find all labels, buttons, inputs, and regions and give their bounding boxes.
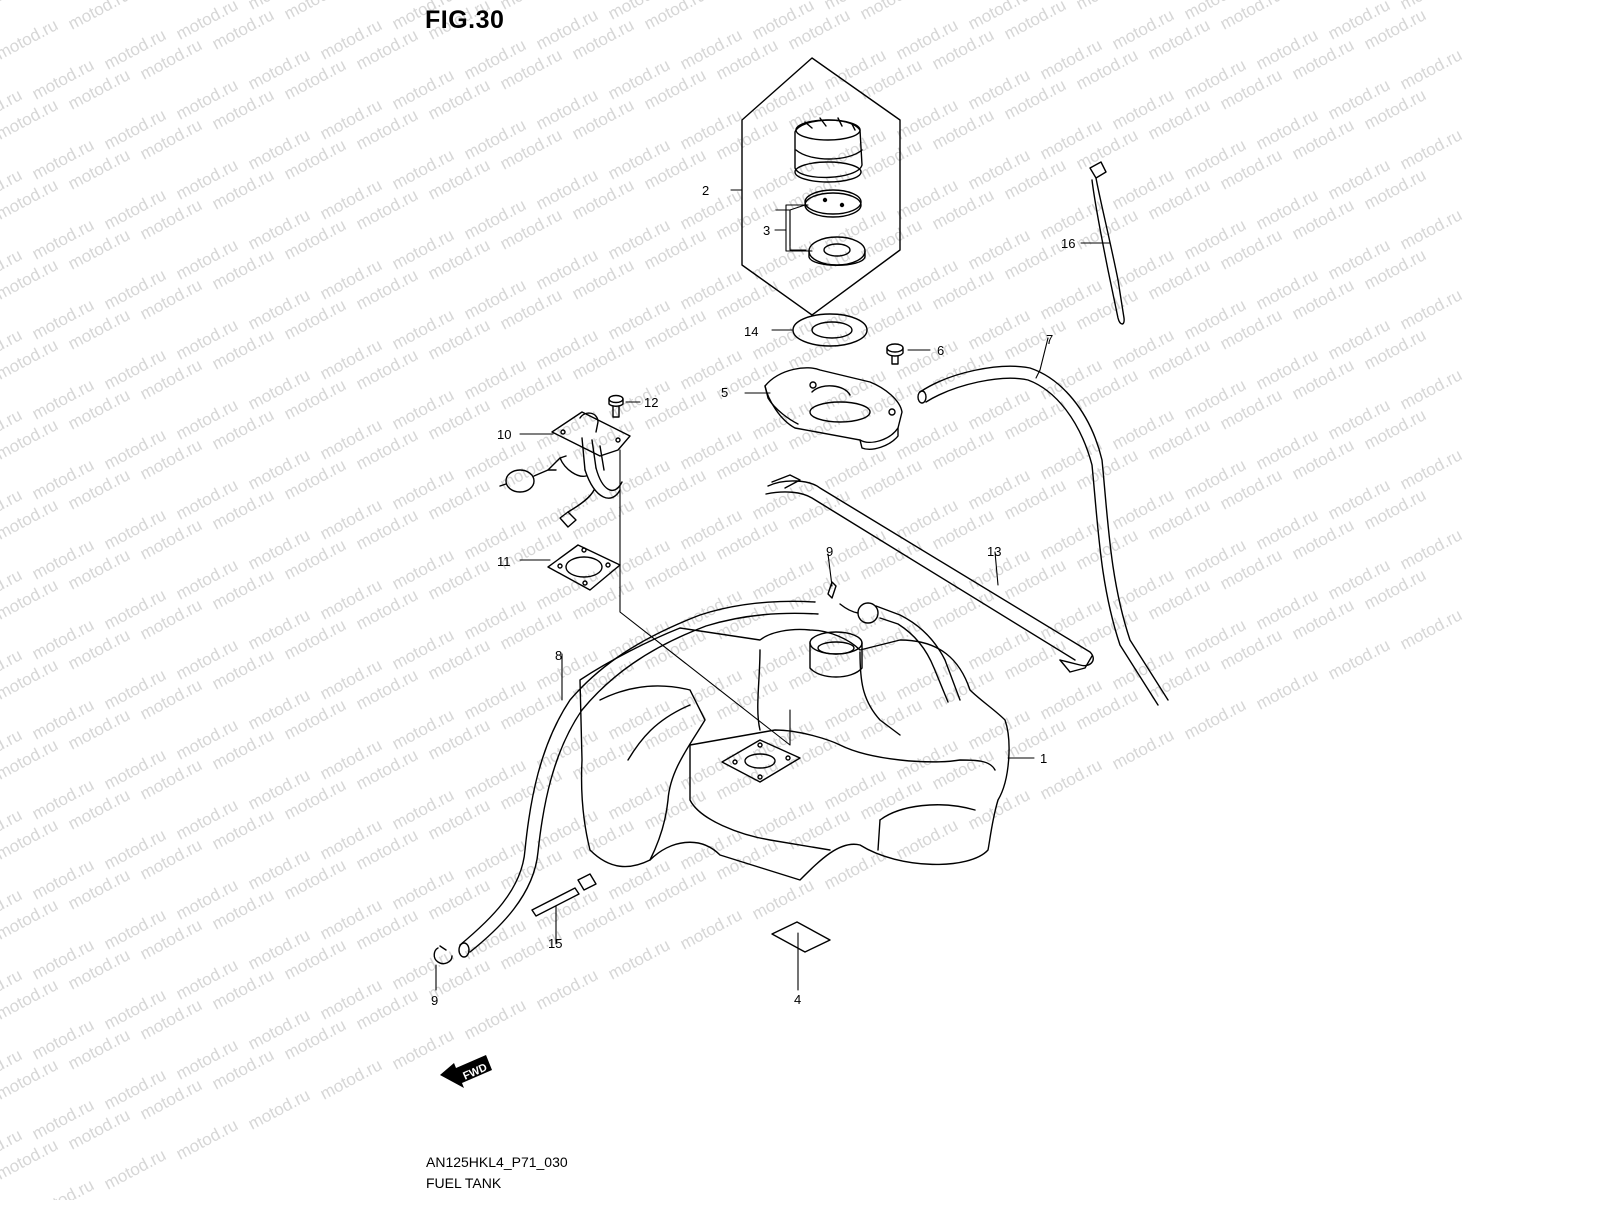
watermark-text: motod.ru (1397, 205, 1465, 253)
filler-cover-part (764, 367, 903, 450)
callout-6: 6 (937, 343, 944, 358)
watermark-text: motod.ru (1073, 0, 1141, 14)
fuel-gauge-part (499, 411, 631, 528)
callout-9-upper: 9 (826, 544, 833, 559)
callout-3: 3 (763, 223, 770, 238)
leader-lines (435, 189, 1111, 991)
watermark-text: motod.ru (101, 1145, 169, 1193)
callout-13: 13 (987, 544, 1001, 559)
callout-2: 2 (702, 183, 709, 198)
watermark-text: motod.ru (29, 1175, 97, 1200)
watermark-text: motod.ru (677, 905, 745, 953)
watermark-text: motod.ru (1217, 0, 1285, 34)
stud-bolt-part (531, 873, 597, 917)
fuel-tank-body (579, 602, 1010, 881)
watermark-text: motod.ru (281, 0, 349, 24)
watermark-text: motod.ru (605, 935, 673, 983)
callout-15: 15 (548, 936, 562, 951)
watermark-text: motod.ru (1325, 635, 1393, 683)
callout-4: 4 (794, 992, 801, 1007)
watermark-text: motod.ru (893, 815, 961, 863)
callout-1: 1 (1040, 751, 1047, 766)
watermark-text: motod.ru (65, 0, 133, 34)
watermark-text: motod.ru (1397, 525, 1465, 573)
watermark-text: motod.ru (1397, 605, 1465, 653)
callout-8: 8 (555, 648, 562, 663)
watermark-text: motod.ru (857, 0, 925, 24)
callout-5: 5 (721, 385, 728, 400)
hose-8-part (458, 600, 819, 958)
watermark-text: motod.ru (173, 1115, 241, 1163)
watermark-text: motod.ru (389, 1025, 457, 1073)
watermark-text: motod.ru (1397, 445, 1465, 493)
watermark-text: motod.ru (317, 1055, 385, 1103)
watermark-text: motod.ru (1397, 45, 1465, 93)
fuel-cap-part (741, 57, 901, 316)
watermark-text: motod.ru (1397, 285, 1465, 333)
watermark-text: motod.ru (1397, 365, 1465, 413)
callout-labels: 1 2 3 4 5 6 7 8 9 9 10 11 12 13 14 15 16 (431, 183, 1075, 1008)
diagram-name: FUEL TANK (426, 1175, 502, 1191)
watermark-text: motod.ru (1109, 725, 1177, 773)
callout-10: 10 (497, 427, 511, 442)
watermark-text: motod.ru (749, 875, 817, 923)
bolt-6-part (886, 343, 904, 365)
watermark-text: motod.ru (1397, 125, 1465, 173)
hose-7-part (917, 365, 1169, 706)
watermark-text: motod.ru (641, 0, 709, 34)
callout-9-lower: 9 (431, 993, 438, 1008)
label-part (771, 921, 831, 953)
cap-kit-hexagon (741, 57, 901, 316)
watermark-layer: motod.rumotod.rumotod.rumotod.rumotod.ru… (0, 0, 1465, 1205)
watermark-text: motod.ru (137, 0, 205, 4)
watermark-text: motod.ru (1289, 0, 1357, 4)
watermark-text: motod.ru (713, 0, 781, 4)
clip-9-upper (827, 581, 837, 599)
figure-title: FIG.30 (425, 6, 505, 34)
watermark-text: motod.ru (245, 1085, 313, 1133)
watermark-text: motod.ru (461, 995, 529, 1043)
bolt-12-part (608, 394, 624, 418)
callout-7: 7 (1046, 332, 1053, 347)
callout-12: 12 (644, 395, 658, 410)
clip-9-lower (433, 945, 453, 965)
watermark-text: motod.ru (497, 0, 565, 14)
clamp-tie-part (1089, 161, 1125, 325)
watermark-text: motod.ru (0, 0, 25, 24)
cushion-part (792, 313, 868, 347)
callout-16: 16 (1061, 236, 1075, 251)
watermark-text: motod.ru (533, 965, 601, 1013)
watermark-text: motod.ru (0, 15, 61, 63)
tank-band-part (765, 474, 1094, 673)
forward-direction-arrow: FWD (440, 1055, 492, 1088)
diagram-code: AN125HKL4_P71_030 (426, 1154, 568, 1170)
callout-14: 14 (744, 324, 758, 339)
watermark-text: motod.ru (1253, 665, 1321, 713)
watermark-text: motod.ru (1181, 695, 1249, 743)
callout-11: 11 (497, 554, 511, 569)
